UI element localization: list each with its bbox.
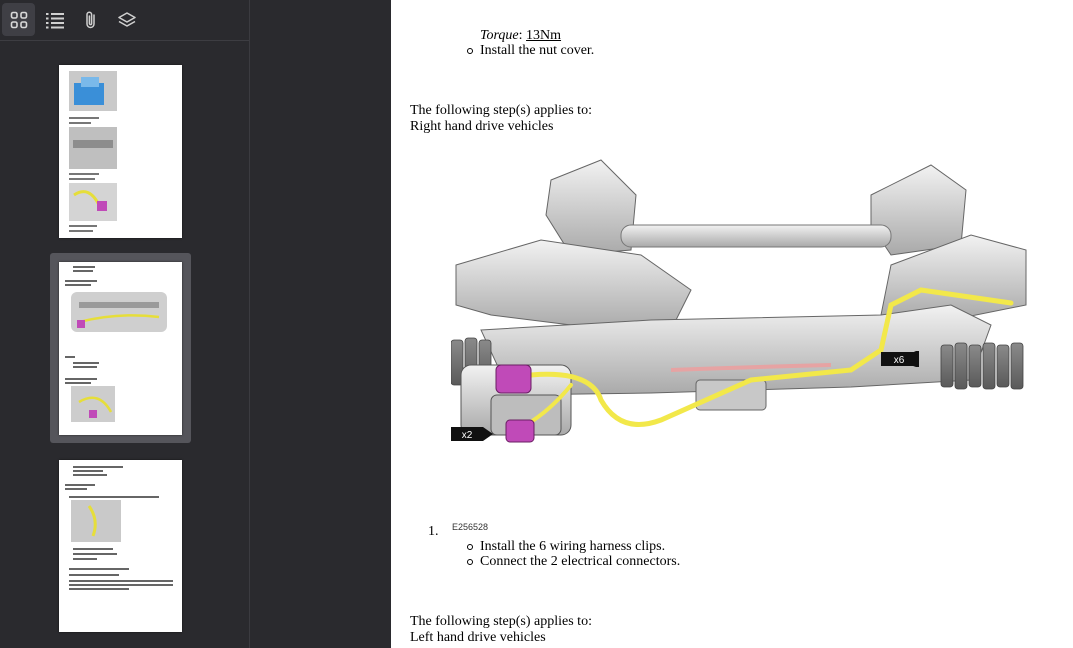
svg-text:x2: x2 xyxy=(462,430,473,441)
torque-value-link[interactable]: 13Nm xyxy=(526,28,562,43)
step-bullet-2: Connect the 2 electrical connectors. xyxy=(466,554,681,569)
paperclip-icon xyxy=(85,10,95,28)
callout-x2: x2 xyxy=(451,427,493,441)
outline-view-button[interactable] xyxy=(38,3,71,36)
applies-to-heading-2: The following step(s) applies to: xyxy=(410,614,592,629)
applies-to-target-2: Left hand drive vehicles xyxy=(410,630,546,645)
layers-view-button[interactable] xyxy=(110,3,143,36)
step-bullet-1: Install the 6 wiring harness clips. xyxy=(466,539,666,554)
sidebar-toolbar xyxy=(0,0,249,41)
page-thumbnail-preview xyxy=(65,266,167,422)
subframe-illustration: x6 x2 xyxy=(451,159,1027,443)
viewer-background xyxy=(250,0,391,648)
page-thumbnail-1[interactable] xyxy=(59,65,182,238)
figure-code: E256528 xyxy=(452,522,489,532)
attachments-view-button[interactable] xyxy=(74,3,107,36)
grid-icon xyxy=(10,11,27,28)
torque-separator: : xyxy=(518,28,527,43)
torque-line: Torque: 13Nm xyxy=(480,28,561,44)
page-thumbnail-preview xyxy=(69,71,117,232)
document-page: Torque: 13Nm Install the nut cover. The … xyxy=(391,0,1073,648)
page-thumbnail-3[interactable] xyxy=(59,460,182,632)
layers-icon xyxy=(117,11,136,27)
page-thumbnail-preview xyxy=(65,466,173,590)
step-number: 1. xyxy=(428,524,439,539)
svg-text:x6: x6 xyxy=(894,355,905,366)
applies-to-target-1: Right hand drive vehicles xyxy=(410,119,554,134)
torque-label: Torque xyxy=(480,28,519,43)
pdf-sidebar xyxy=(0,0,250,648)
thumbnails-view-button[interactable] xyxy=(2,3,35,36)
callout-x6: x6 xyxy=(881,351,919,367)
list-icon xyxy=(45,12,64,28)
applies-to-heading-1: The following step(s) applies to: xyxy=(410,103,592,118)
install-nut-cover-item: Install the nut cover. xyxy=(466,43,595,58)
page-thumbnail-2[interactable] xyxy=(59,262,182,435)
